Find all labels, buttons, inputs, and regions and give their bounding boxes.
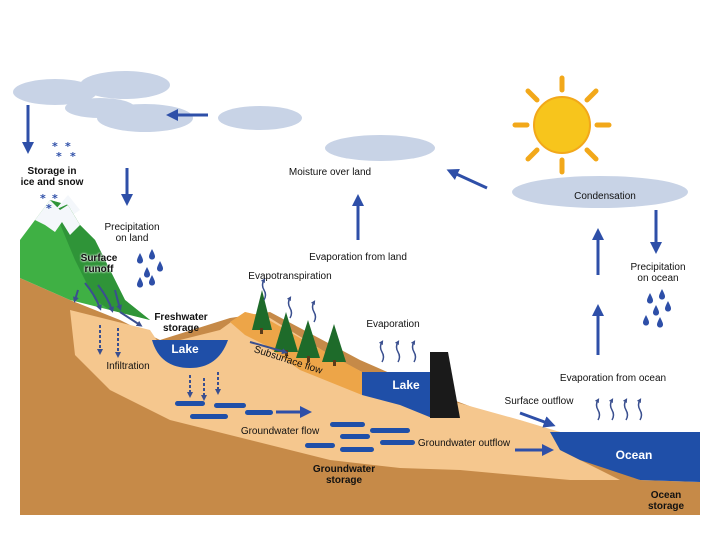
label-moisture-over-land: Moisture over land <box>288 167 372 178</box>
rain-drops-land-icon <box>137 249 163 288</box>
dam <box>430 352 460 418</box>
label-groundwater-outflow: Groundwater outflow <box>417 438 511 449</box>
svg-text:*: * <box>52 192 58 205</box>
label-surface-outflow: Surface outflow <box>504 396 574 407</box>
evaporation-arrows <box>260 278 643 421</box>
label-groundwater-flow: Groundwater flow <box>240 426 320 437</box>
groundwater-lenses <box>175 401 415 452</box>
trees-icon <box>252 290 346 366</box>
label-lake-right: Lake <box>392 378 420 392</box>
label-ocean: Ocean <box>615 448 653 462</box>
label-surface-runoff: Surface runoff <box>80 253 118 275</box>
lake-right <box>362 372 432 418</box>
svg-text:*: * <box>65 140 71 153</box>
label-evaporation-from-ocean: Evaporation from ocean <box>559 373 667 384</box>
runoff-arrows <box>72 282 288 355</box>
ocean-water <box>550 432 700 482</box>
svg-text:*: * <box>70 150 76 163</box>
label-storage-ice-snow: Storage in ice and snow <box>20 166 84 188</box>
svg-text:*: * <box>52 140 58 153</box>
label-precipitation-land: Precipitation on land <box>104 222 160 244</box>
label-ocean-storage: Ocean storage <box>647 490 685 512</box>
lake-left <box>152 340 228 368</box>
sun-icon <box>512 75 612 175</box>
cloud-top-left <box>13 71 193 132</box>
svg-text:*: * <box>46 202 52 215</box>
rain-drops-ocean-icon <box>643 289 671 328</box>
label-evaporation: Evaporation <box>366 319 420 330</box>
snowflakes-icon: ** ** ** * <box>40 140 76 215</box>
label-precipitation-ocean: Precipitation on ocean <box>630 262 686 284</box>
cloud-top-middle <box>218 106 302 130</box>
flow-arrows <box>22 105 662 456</box>
cloud-condensation <box>512 176 688 208</box>
label-condensation: Condensation <box>574 191 636 202</box>
label-freshwater-storage: Freshwater storage <box>154 312 208 334</box>
infiltration-arrows <box>97 325 221 401</box>
svg-text:*: * <box>40 192 46 205</box>
cloud-moisture <box>325 135 435 161</box>
svg-text:*: * <box>56 150 62 163</box>
label-infiltration: Infiltration <box>106 361 150 372</box>
label-evapotranspiration: Evapotranspiration <box>248 271 332 282</box>
label-groundwater-storage: Groundwater storage <box>312 464 376 486</box>
label-evaporation-from-land: Evaporation from land <box>309 252 407 263</box>
label-lake-left: Lake <box>171 342 199 356</box>
mountain <box>20 195 150 320</box>
